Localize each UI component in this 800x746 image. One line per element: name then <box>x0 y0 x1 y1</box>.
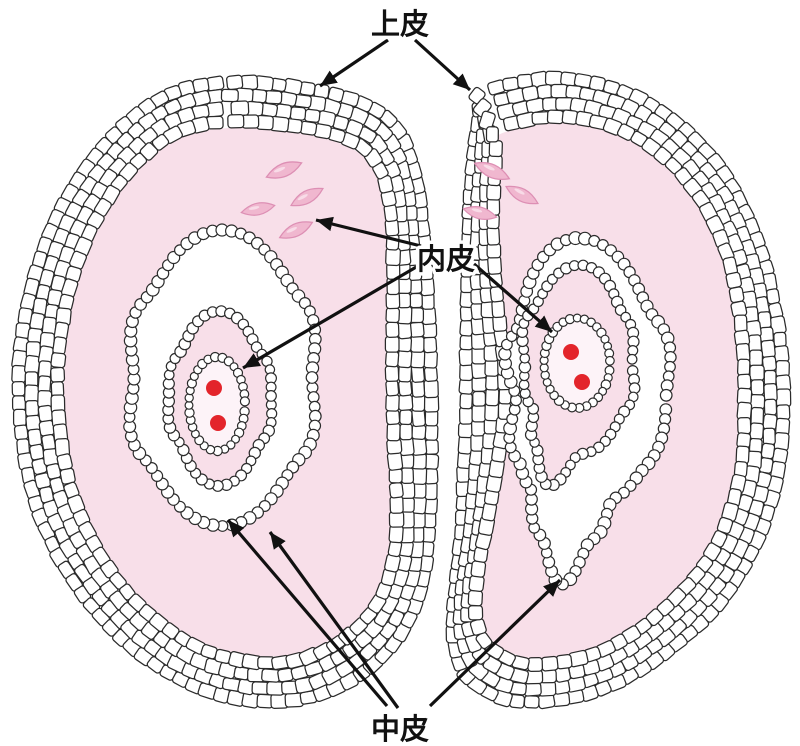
arrow-mesothelium-left-b <box>268 531 400 709</box>
endothelium-label: 内皮 <box>417 243 475 276</box>
arrow-endothelium-spindle-cells <box>315 216 422 248</box>
mesothelium-label: 中皮 <box>371 713 429 746</box>
spindle-cell <box>505 185 539 205</box>
right-tissue-lobe <box>445 70 792 710</box>
red-blood-cell <box>574 374 590 390</box>
epithelium-label: 上皮 <box>371 8 429 41</box>
arrow-endothelium-right-vessel <box>472 262 554 334</box>
arrow-endothelium-left-vessel <box>242 264 419 370</box>
red-blood-cell <box>206 380 222 396</box>
left-vessel-lumen <box>189 357 245 451</box>
spindle-cell <box>240 202 276 216</box>
red-blood-cell <box>563 344 579 360</box>
annotation-arrows <box>226 38 562 709</box>
spindle-cell <box>278 221 314 239</box>
arrow-mesothelium-right <box>428 578 562 708</box>
arrow-epithelium-right <box>413 38 472 92</box>
spindle-cell <box>473 161 511 181</box>
left-tissue-lobe <box>11 74 440 709</box>
spindle-cell <box>290 187 324 207</box>
arrow-mesothelium-left-a <box>226 518 389 708</box>
spindle-cell <box>265 161 303 179</box>
spindle-cell <box>462 206 498 220</box>
right-vessel-lumen <box>544 318 610 408</box>
red-blood-cell <box>210 415 226 431</box>
arrow-epithelium-left <box>319 38 389 88</box>
